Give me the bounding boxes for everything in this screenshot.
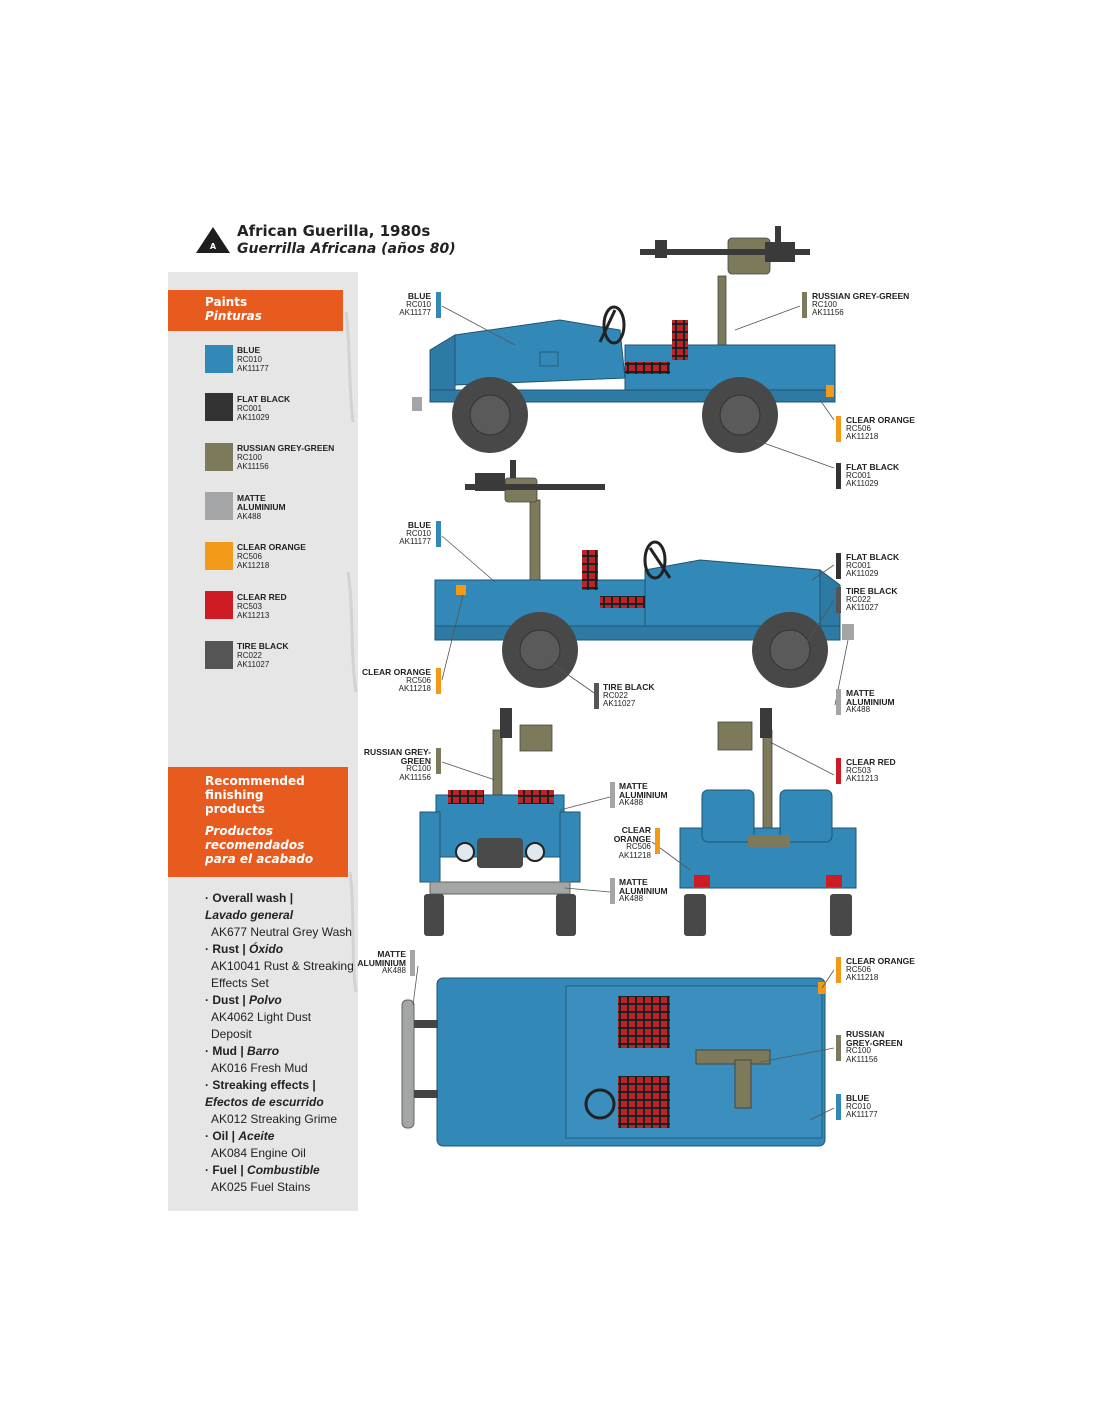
finishing-header-en-3: products [205, 802, 265, 816]
callout-swatch-alu-v2 [836, 689, 841, 715]
paints-header-es: Pinturas [205, 309, 262, 323]
list-item-product: AK4062 Light Dust Deposit [211, 1010, 312, 1041]
finishing-header-en-2: finishing [205, 788, 264, 802]
callout-swatch-blue-v1 [436, 292, 441, 318]
page-title: African Guerilla, 1980s [237, 222, 431, 240]
finishing-header-en-1: Recommended [205, 774, 305, 788]
callout-swatch-tire2-v2 [594, 683, 599, 709]
list-item: · Streaking effects | [205, 1078, 316, 1092]
callout-swatch-orange-v5 [836, 957, 841, 983]
vehicle-side-view-right [434, 460, 854, 688]
list-item-product: AK012 Streaking Grime [211, 1112, 338, 1126]
list-item-es: Lavado general [205, 908, 294, 922]
list-item: · Oil | Aceite [205, 1129, 275, 1143]
vehicle-rear-view [679, 708, 857, 936]
paint-swatch-clear-red [205, 591, 233, 619]
callout-swatch-alu2-v3 [610, 878, 615, 904]
paints-header-en: Paints [205, 295, 248, 309]
callout-swatch-black-v1 [836, 463, 841, 489]
callout-leader-lines [412, 305, 849, 1121]
finishing-header-es-2: recomendados [205, 838, 305, 852]
vehicle-front-view [419, 708, 581, 936]
list-item-product: AK10041 Rust & Streaking [211, 959, 354, 973]
callout-swatch-tire-v2 [836, 587, 841, 613]
paint-swatch-matte-aluminium [205, 492, 233, 520]
list-item-product: AK016 Fresh Mud [211, 1061, 308, 1075]
callout-swatch-blue-v5 [836, 1094, 841, 1120]
paint-swatch-flat-black [205, 393, 233, 421]
list-item-product: AK677 Neutral Grey Wash [211, 925, 352, 939]
list-item: · Overall wash | [205, 891, 294, 905]
list-item: · Dust | Polvo [205, 993, 282, 1007]
paint-swatch-russian-grey-green [205, 443, 233, 471]
finishing-header-box: Recommended finishing products Productos… [168, 767, 348, 877]
vehicle-side-view-left [412, 226, 836, 453]
list-item: · Fuel | Combustible [205, 1163, 320, 1177]
callout-swatch-rgg-v5 [836, 1035, 841, 1061]
list-item-es: Efectos de escurrido [205, 1095, 324, 1109]
paint-swatch-clear-orange [205, 542, 233, 570]
view-badge-triangle-icon: A [196, 227, 230, 253]
callout-swatch-blue-v2 [436, 521, 441, 547]
callout-swatch-orange-v3 [655, 828, 660, 854]
paint-swatch-blue [205, 345, 233, 373]
list-item: · Mud | Barro [205, 1044, 280, 1058]
badge-letter: A [210, 242, 217, 251]
page-subtitle: Guerrilla Africana (años 80) [237, 241, 456, 257]
callout-swatch-black-v2 [836, 553, 841, 579]
callout-swatch-rgg-v3 [436, 748, 441, 774]
vehicle-top-view [401, 977, 826, 1147]
callout-swatch-red-v4 [836, 758, 841, 784]
finishing-header-es-1: Productos [205, 824, 273, 838]
sidebar-brush-edge [318, 272, 358, 1211]
callout-swatch-orange-v2 [436, 668, 441, 694]
list-item-product: AK084 Engine Oil [211, 1146, 306, 1160]
callout-swatch-alu-v3 [610, 782, 615, 808]
list-item-product: Effects Set [211, 976, 269, 990]
callout-swatch-rgg-v1 [802, 292, 807, 318]
callout-swatch-orange-v1 [836, 416, 841, 442]
finishing-products-list: · Overall wash | Lavado general AK677 Ne… [205, 890, 355, 1196]
callout-swatch-alu-v5 [410, 950, 415, 976]
finishing-header-es-3: para el acabado [205, 852, 314, 866]
list-item-product: AK025 Fuel Stains [211, 1180, 311, 1194]
paints-header-box: Paints Pinturas [168, 290, 343, 331]
list-item: · Rust | Óxido [205, 942, 284, 956]
paint-swatch-tire-black [205, 641, 233, 669]
